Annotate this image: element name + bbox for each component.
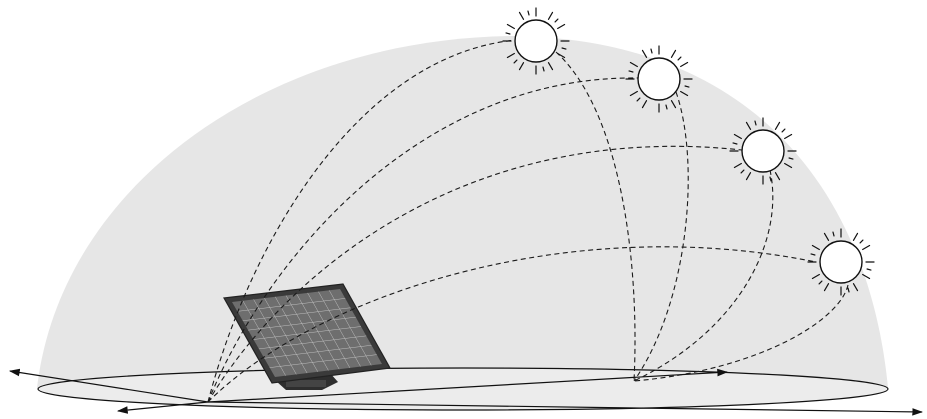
- sun-path-1: [207, 39, 517, 403]
- zenith-paths: [555, 51, 849, 382]
- panel-base: [286, 380, 326, 387]
- sun-path-3: [207, 145, 743, 403]
- sun-path-4: [207, 246, 817, 403]
- zenith-path-1: [555, 51, 636, 382]
- sun-path-2: [207, 77, 639, 403]
- sun-paths: [207, 39, 817, 403]
- solar-panel: [223, 283, 391, 390]
- zenith-path-2: [633, 91, 689, 382]
- panel-cells: [237, 290, 377, 376]
- ground-ellipse: [37, 367, 889, 411]
- sky-dome: [37, 36, 888, 388]
- zenith-path-4: [633, 284, 849, 382]
- ground-axes: [8, 368, 924, 416]
- zenith-path-3: [633, 169, 774, 382]
